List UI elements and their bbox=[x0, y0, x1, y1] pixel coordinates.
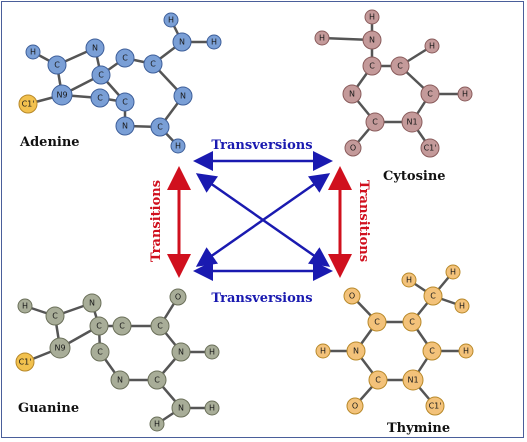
atom-label: H bbox=[154, 420, 160, 429]
atom-label: H bbox=[463, 347, 469, 356]
atom-label: H bbox=[459, 302, 465, 311]
atom-label: C bbox=[429, 347, 435, 356]
cytosine-molecule: H H N C C H C H N1 C O N C1' Cytosine bbox=[314, 9, 473, 184]
thymine-label: Thymine bbox=[387, 421, 450, 436]
atom-label: N bbox=[178, 404, 184, 413]
atom-label: N9 bbox=[56, 91, 67, 100]
atom-label: N bbox=[353, 347, 359, 356]
transversion-diagonal-arrow bbox=[195, 173, 331, 267]
atom-label: N bbox=[89, 299, 95, 308]
atom-label: H bbox=[209, 348, 215, 357]
atom-label: C bbox=[54, 61, 60, 70]
atom-label: H bbox=[320, 347, 326, 356]
atom-label: N bbox=[117, 376, 123, 385]
atom-label: C1' bbox=[19, 358, 32, 367]
thymine-molecule: O C C C H H H C H N1 C O N H C1' Thymine bbox=[315, 264, 474, 436]
adenine-c1-atom bbox=[18, 94, 38, 114]
atom-label: C1' bbox=[22, 100, 35, 109]
atom-label: O bbox=[352, 402, 358, 411]
atom-label: C bbox=[372, 118, 378, 127]
atom-label: N bbox=[180, 92, 186, 101]
atom-label: H bbox=[209, 404, 215, 413]
atom-label: C bbox=[98, 71, 104, 80]
adenine-label: Adenine bbox=[19, 135, 80, 150]
atom-label: H bbox=[429, 42, 435, 51]
atom-label: C bbox=[150, 60, 156, 69]
cytosine-label: Cytosine bbox=[383, 169, 446, 184]
atom-label: C bbox=[154, 376, 160, 385]
transition-arrows bbox=[167, 166, 352, 278]
atom-label: O bbox=[349, 292, 355, 301]
atom-label: C bbox=[374, 318, 380, 327]
guanine-molecule: H C N C N9 C C N C N C O H N H H C1' Gua… bbox=[15, 288, 220, 432]
atom-label: N bbox=[122, 122, 128, 131]
atom-label: N9 bbox=[54, 344, 65, 353]
atom-label: N bbox=[179, 38, 185, 47]
atom-label: H bbox=[30, 48, 36, 57]
atom-label: C bbox=[97, 348, 103, 357]
atom-label: C bbox=[397, 62, 403, 71]
atom-label: O bbox=[350, 144, 356, 153]
atom-label: C bbox=[119, 322, 125, 331]
atom-label: C1' bbox=[429, 402, 442, 411]
atom-label: H bbox=[175, 142, 181, 151]
transversions-top-label: Transversions bbox=[211, 138, 312, 153]
atom-label: H bbox=[22, 302, 28, 311]
atom-label: C bbox=[52, 312, 58, 321]
atom-label: C bbox=[157, 123, 163, 132]
atom-label: H bbox=[462, 90, 468, 99]
atom-label: N bbox=[349, 90, 355, 99]
atom-label: C bbox=[430, 292, 436, 301]
atom-label: C bbox=[96, 322, 102, 331]
atom-label: N bbox=[92, 44, 98, 53]
atom-label: C bbox=[157, 322, 163, 331]
atom-label: H bbox=[168, 16, 174, 25]
adenine-molecule: C N C N9 C C C N C N C N H H H H C1' Ade… bbox=[18, 12, 222, 154]
atom-label: H bbox=[211, 38, 217, 47]
atom-label: C bbox=[369, 62, 375, 71]
guanine-label: Guanine bbox=[18, 401, 79, 416]
atom-label: H bbox=[369, 13, 375, 22]
atom-label: C bbox=[97, 94, 103, 103]
atom-label: C1' bbox=[424, 144, 437, 153]
transitions-right-label: Transitions bbox=[356, 180, 371, 262]
atom-label: C bbox=[122, 98, 128, 107]
atom-label: N1 bbox=[407, 376, 418, 385]
transitions-left-label: Transitions bbox=[149, 180, 164, 262]
atom-label: C bbox=[122, 54, 128, 63]
atom-label: C bbox=[409, 318, 415, 327]
atom-label: C bbox=[375, 376, 381, 385]
guanine-c1-atom bbox=[15, 352, 35, 372]
atom-label: O bbox=[175, 293, 181, 302]
atom-label: N bbox=[178, 348, 184, 357]
atom-label: C bbox=[427, 90, 433, 99]
transversion-arrows bbox=[193, 151, 333, 281]
atom-label: H bbox=[406, 276, 412, 285]
atom-label: H bbox=[450, 268, 456, 277]
atom-label: N1 bbox=[406, 118, 417, 127]
atom-label: N bbox=[369, 36, 375, 45]
transversions-bottom-label: Transversions bbox=[211, 291, 312, 306]
atom-label: H bbox=[319, 34, 325, 43]
